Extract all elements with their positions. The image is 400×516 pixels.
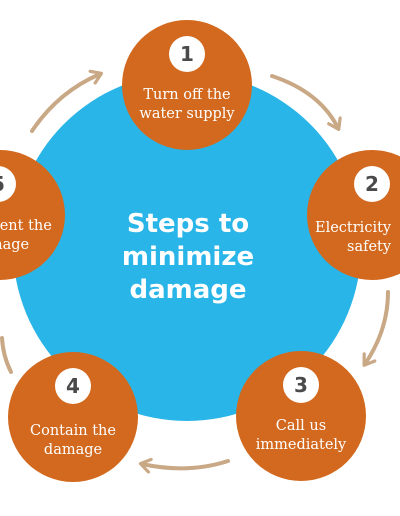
step-4-label-line-2: damage — [43, 442, 103, 458]
step-3-number: 3 — [283, 367, 319, 403]
step-1-label: Turn off the water supply — [122, 86, 252, 124]
step-2-label-line-1: Electricity — [315, 220, 392, 236]
step-4-circle: 4 Contain the damage — [8, 352, 138, 482]
step-3-label-line-1: Call us — [275, 418, 327, 434]
step-2-label-line-2: safety — [347, 239, 392, 255]
step-3-label: Call us immediately — [236, 417, 366, 455]
arrow-3-to-4 — [138, 457, 230, 474]
step-3-circle: 3 Call us immediately — [236, 351, 366, 481]
step-2-label: Electricity safety — [307, 219, 400, 257]
arrow-1-to-2 — [270, 74, 342, 132]
arrow-4-to-5 — [0, 336, 13, 374]
step-5-label-line-1: Document the — [0, 218, 52, 234]
step-5-label: Document the damage — [0, 217, 65, 255]
center-title-line-3: damage — [129, 275, 247, 305]
arrow-2-to-3 — [362, 290, 390, 367]
arrow-5-to-1 — [30, 69, 104, 133]
step-2-number: 2 — [354, 166, 390, 202]
step-1-circle: 1 Turn off the water supply — [122, 20, 252, 150]
step-3-label-line-2: immediately — [255, 437, 347, 453]
step-5-number: 5 — [0, 166, 16, 202]
step-4-label-line-1: Contain the — [30, 423, 116, 439]
step-5-label-line-2: damage — [0, 237, 30, 253]
step-4-number: 4 — [55, 368, 91, 404]
step-4-label: Contain the damage — [8, 422, 138, 460]
center-title-line-1: Steps to — [126, 209, 250, 239]
center-title-line-2: minimize — [121, 242, 255, 272]
step-1-label-line-1: Turn off the — [143, 87, 231, 103]
step-1-label-line-2: water supply — [139, 106, 235, 122]
center-title: Steps to minimize damage — [88, 208, 288, 307]
step-1-number: 1 — [169, 36, 205, 72]
